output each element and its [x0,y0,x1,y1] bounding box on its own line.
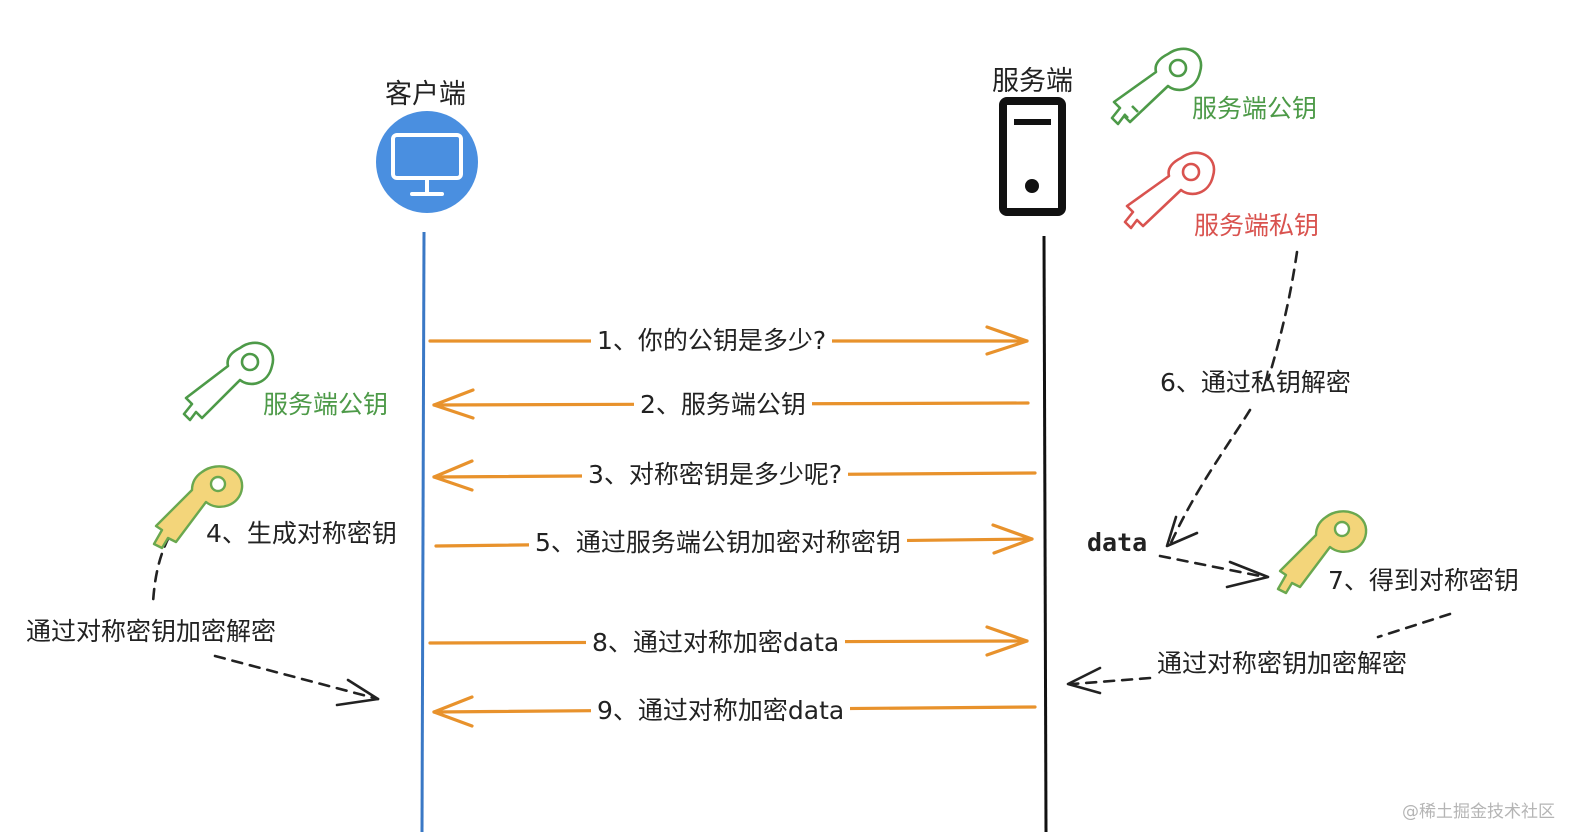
arrowhead-6 [1165,515,1199,548]
arrowhead-server [1066,666,1102,695]
get-key-note: 7、得到对称密钥 [1328,566,1519,595]
watermark: @稀土掘金技术社区 [1402,802,1555,822]
dashed-private-to-data [1168,250,1299,547]
decrypt-private-note: 6、通过私钥解密 [1160,368,1351,397]
message-5-label: 5、通过服务端公钥加密对称密钥 [529,527,907,559]
generate-key-note: 4、生成对称密钥 [206,519,397,548]
server-encrypt-note: 通过对称密钥加密解密 [1157,649,1408,678]
key-icon [182,341,275,422]
dashed-client-encrypt [213,654,380,701]
message-8-label: 8、通过对称加密data [586,627,846,659]
message-9-label: 9、通过对称加密data [591,695,851,727]
key-icon [1110,47,1203,126]
client-lifeline [420,231,426,832]
client-public-key-label: 服务端公钥 [263,390,389,419]
arrowhead-client [335,678,380,707]
key-icon [152,465,244,550]
server-icon [999,97,1066,216]
message-3-label: 3、对称密钥是多少呢? [582,459,849,491]
dashed-server-encrypt [1070,612,1452,686]
key-icon [1276,510,1368,595]
message-1-label: 1、你的公钥是多少? [591,325,833,357]
server-public-key-label: 服务端公钥 [1192,94,1318,123]
arrowhead-7 [1225,560,1270,589]
data-label: data [1087,528,1148,557]
client-title: 客户端 [385,79,466,110]
client-encrypt-note: 通过对称密钥加密解密 [26,617,277,646]
server-private-key-label: 服务端私钥 [1194,211,1320,240]
server-title: 服务端 [992,66,1073,97]
dashed-data-to-key [1158,554,1267,579]
message-2-label: 2、服务端公钥 [634,389,812,421]
key-icon [1123,151,1216,230]
server-lifeline [1042,235,1048,832]
monitor-icon [376,111,478,213]
dashed-arrows [151,250,1452,701]
